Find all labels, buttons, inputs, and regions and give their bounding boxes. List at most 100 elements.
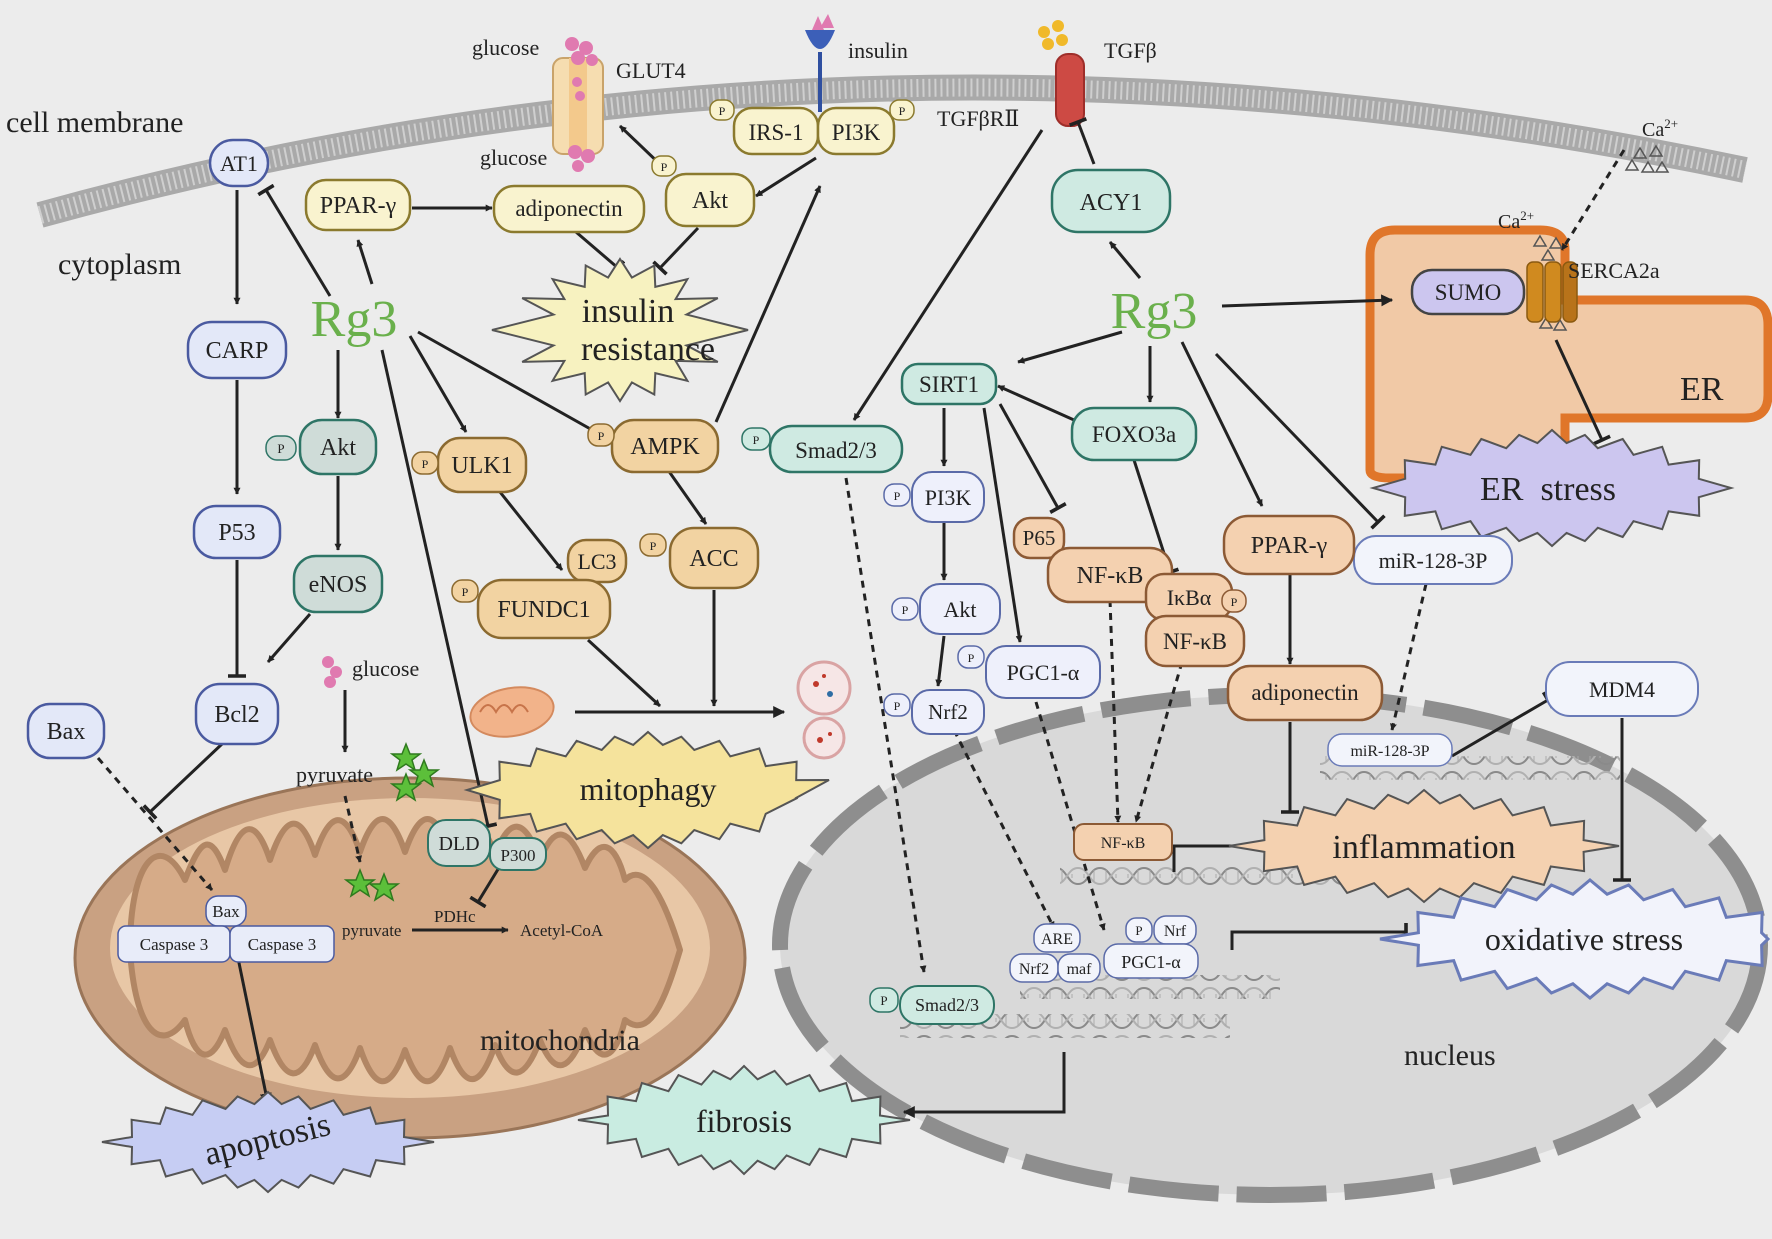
mdm4-label: MDM4 (1589, 677, 1655, 702)
inhibit-sirt1-p65 (998, 403, 1067, 514)
insulin-resistance-burst (491, 257, 749, 403)
adiponectin-top-label: adiponectin (515, 196, 623, 221)
glucose-icon (565, 37, 598, 66)
node-pi3k-right: PI3K (911, 471, 985, 523)
node-nfkb-nuc: NF-κB (1073, 823, 1173, 861)
node-bax-small: Bax (205, 895, 247, 927)
irs1-label: IRS-1 (749, 120, 804, 145)
inhibit-er-stress (1554, 339, 1611, 446)
svg-text:P: P (894, 489, 901, 503)
oxidative-stress-burst (1379, 878, 1771, 1000)
node-caspase3-a: Caspase 3 (117, 925, 231, 963)
dashed-nfkb-a-nucleus (1108, 599, 1122, 823)
nrf2-cyto-label: Nrf2 (928, 700, 968, 724)
maf-label: maf (1067, 961, 1093, 978)
node-dld: DLD (427, 819, 491, 867)
adiponectin-right-label: adiponectin (1251, 680, 1359, 705)
er-stress-label: ER stress (1480, 471, 1616, 508)
glucose-top-label: glucose (472, 35, 539, 60)
phospho-badge: P (891, 597, 919, 621)
arrow-rg3-sirt1 (1017, 330, 1123, 364)
ulk1-label: ULK1 (451, 453, 512, 479)
glut4-transporter (552, 57, 604, 155)
node-ampk: AMPK (610, 418, 720, 474)
pgc1a-cyto-label: PGC1-α (1007, 660, 1080, 685)
mitochondrion-small-icon (469, 686, 555, 738)
node-lc3: LC3 (566, 538, 628, 584)
autophagosome-icon (796, 660, 852, 760)
bax-label: Bax (47, 719, 86, 745)
lc3-label: LC3 (577, 549, 616, 574)
phospho-badge: P (869, 987, 899, 1013)
glut4-label: GLUT4 (616, 58, 686, 83)
mitochondrion (73, 776, 747, 1140)
svg-text:P: P (899, 104, 906, 118)
inhibit-p300-pdhc (469, 865, 502, 909)
inflammation-label: inflammation (1332, 829, 1515, 866)
insulin-resistance-label-2: resistance (581, 331, 715, 368)
inhibit-bcl2-bax (142, 742, 224, 820)
svg-text:P: P (277, 441, 284, 456)
inhibit-rg3-dld (380, 349, 498, 830)
node-ulk1: ULK1 (436, 436, 528, 494)
rg3-left: Rg3 (311, 291, 398, 348)
node-bcl2: Bcl2 (194, 682, 280, 746)
rg3-right: Rg3 (1111, 283, 1198, 340)
bax-small-label: Bax (212, 902, 240, 921)
arrow-foxo3a-sirt1 (997, 384, 1075, 422)
fibrosis-label: fibrosis (696, 1103, 792, 1139)
tgfbr2-label: TGFβRⅡ (937, 106, 1019, 131)
tgfb-label: TGFβ (1104, 38, 1157, 63)
apoptosis-burst (101, 1090, 435, 1194)
mitophagy-label: mitophagy (580, 771, 717, 807)
pyruvate-mito-label: pyruvate (342, 921, 401, 940)
inflammation-burst (1228, 788, 1620, 904)
insulin-receptor (805, 14, 835, 112)
caspase3-a-label: Caspase 3 (140, 935, 208, 954)
nrf2-nuc-label: Nrf2 (1019, 961, 1049, 978)
arrow-fundc1-mito (586, 638, 662, 708)
pi3k-top-label: PI3K (832, 120, 881, 145)
node-smad-nuc: Smad2/3 (899, 985, 995, 1025)
er-stress-burst (1369, 428, 1735, 548)
tgfb-receptor (1038, 20, 1085, 127)
pdhc-label: PDHc (434, 907, 476, 926)
arrow-ampk-acc (666, 469, 708, 525)
ppar-right-label: PPAR-γ (1251, 533, 1328, 559)
svg-text:P: P (753, 433, 760, 447)
node-p65: P65 (1012, 516, 1066, 560)
svg-text:P: P (462, 585, 469, 599)
glucose-bottom-label: glucose (480, 145, 547, 170)
pgc1a-nuc-label: PGC1-α (1121, 952, 1181, 972)
inhibit-mir-mdm4 (1451, 691, 1555, 758)
foxo3a-label: FOXO3a (1092, 422, 1176, 447)
arrow-rg3-ampk (417, 330, 611, 442)
node-mir-nuc: miR-128-3P (1327, 733, 1453, 767)
serca2a-label: SERCA2a (1568, 258, 1660, 283)
phospho-badge: P (587, 423, 615, 447)
node-nrf-nuc: Nrf (1153, 915, 1197, 945)
dashed-bax-mito (96, 757, 214, 891)
ca-mid-label: Ca2+ (1498, 208, 1534, 233)
phospho-badge: P (1221, 589, 1247, 613)
node-foxo3a: FOXO3a (1070, 406, 1198, 462)
node-are: ARE (1033, 923, 1081, 953)
node-nrf2-nuc: Nrf2 (1009, 953, 1059, 983)
phospho-badge: P (639, 533, 667, 557)
svg-text:P: P (650, 539, 657, 553)
node-bax: Bax (26, 702, 106, 760)
acetyl-coa-label: Acetyl-CoA (520, 921, 604, 940)
node-carp: CARP (186, 320, 288, 380)
phospho-badge: P (883, 483, 911, 507)
phospho-badges: P P P P P P P P P P P P P P P P (265, 99, 1247, 1013)
dashed-pgc1a-nucleus (1034, 701, 1106, 931)
mitochondria-label: mitochondria (480, 1024, 640, 1057)
node-ppar-right: PPAR-γ (1222, 514, 1356, 576)
nfkb-b-label: NF-κB (1163, 629, 1227, 654)
arrow-rg3-acy1 (1108, 241, 1142, 279)
arrow-ampk-pi3k (714, 185, 822, 423)
arrow-ulk1-fundc1 (498, 491, 564, 571)
node-nfkb-a: NF-κB (1046, 546, 1174, 604)
mir-cyto-label: miR-128-3P (1379, 548, 1488, 573)
node-acy1: ACY1 (1050, 168, 1172, 234)
